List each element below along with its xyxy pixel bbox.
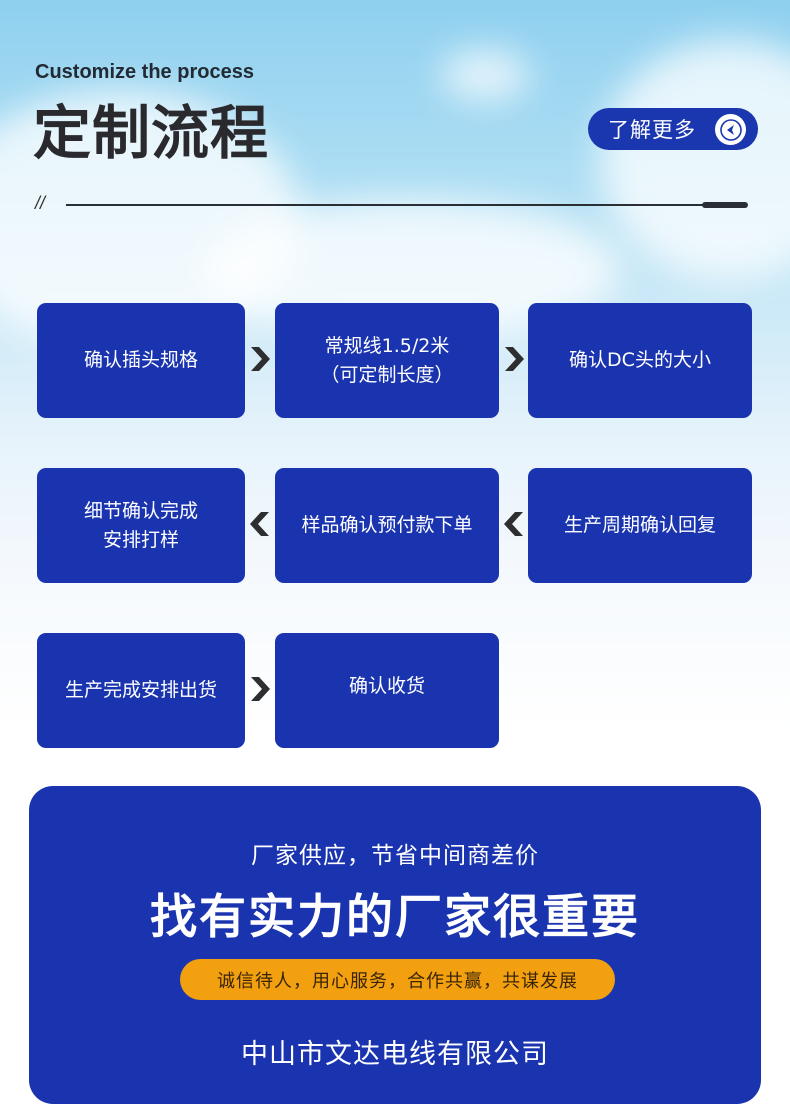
cloud-decoration	[600, 40, 790, 280]
step-label: 样品确认预付款下单	[301, 514, 473, 536]
chevron-left-icon	[250, 512, 269, 536]
step-confirm-dc-size: 确认DC头的大小	[528, 303, 752, 418]
step-label: 生产完成安排出货	[64, 679, 217, 701]
step-production-shipping: 生产完成安排出货	[37, 633, 245, 748]
step-sample-confirm-prepay: 样品确认预付款下单	[275, 468, 499, 583]
step-label: 生产周期确认回复	[563, 514, 716, 536]
learn-more-label: 了解更多	[608, 118, 696, 142]
step-confirm-plug-spec: 确认插头规格	[37, 303, 245, 418]
chevron-right-icon	[505, 347, 524, 371]
step-confirm-receipt: 确认收货	[275, 633, 499, 748]
panel-headline: 找有实力的厂家很重要	[150, 890, 640, 945]
company-name: 中山市文达电线有限公司	[241, 1039, 549, 1070]
step-label: 常规线1.5/2米 （可定制长度）	[320, 334, 454, 386]
chevron-right-icon	[251, 677, 270, 701]
step-standard-cable-length: 常规线1.5/2米 （可定制长度）	[275, 303, 499, 418]
subtitle-english: Customize the process	[35, 61, 254, 83]
slogan-badge: 诚信待人，用心服务，合作共赢，共谋发展	[180, 959, 615, 1000]
step-production-cycle-reply: 生产周期确认回复	[528, 468, 752, 583]
slash-decoration: //	[35, 193, 46, 213]
divider-line	[66, 204, 706, 206]
page-title: 定制流程	[33, 99, 270, 167]
divider-accent-bar	[702, 202, 748, 208]
chevron-right-icon	[251, 347, 270, 371]
panel-subtitle: 厂家供应，节省中间商差价	[251, 843, 539, 869]
step-label: 细节确认完成 安排打样	[83, 499, 198, 551]
chevron-left-icon	[504, 512, 523, 536]
step-label: 确认插头规格	[83, 349, 198, 371]
learn-more-button[interactable]: 了解更多	[588, 108, 758, 150]
cloud-decoration	[440, 50, 530, 100]
chevron-left-circle-icon	[715, 114, 746, 145]
manufacturer-panel: 厂家供应，节省中间商差价 找有实力的厂家很重要 诚信待人，用心服务，合作共赢，共…	[29, 786, 761, 1104]
step-label: 确认DC头的大小	[569, 349, 711, 371]
slogan-text: 诚信待人，用心服务，合作共赢，共谋发展	[217, 970, 578, 992]
step-detail-confirm-sampling: 细节确认完成 安排打样	[37, 468, 245, 583]
step-label: 确认收货	[348, 675, 425, 697]
